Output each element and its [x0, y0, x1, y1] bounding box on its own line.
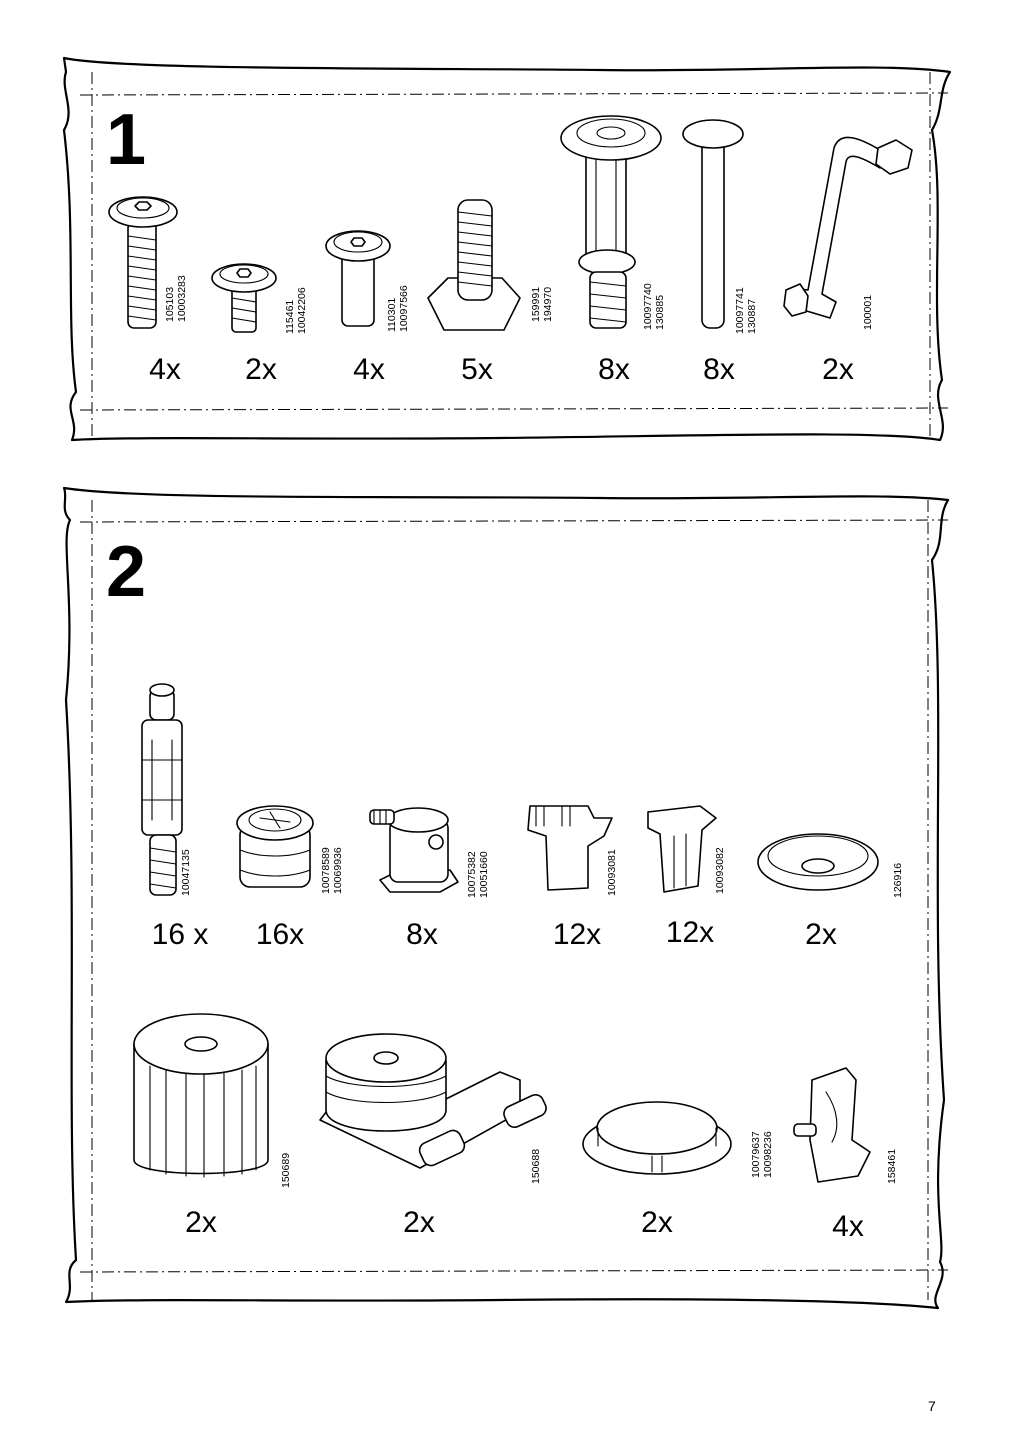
pin-10097741-illustration [682, 119, 744, 329]
bag-2-outline [62, 486, 950, 1310]
foot-150689-illustration [133, 1013, 269, 1178]
shelf-support-10093082-illustration [647, 805, 717, 893]
bolt-with-nut-159991-illustration [427, 199, 521, 331]
part-code: 150689 [280, 1152, 292, 1188]
quantity-label: 4x [149, 353, 181, 386]
quantity-label: 2x [403, 1206, 435, 1239]
quantity-label: 12x [552, 918, 602, 951]
shelf-pin-158461-illustration [793, 1067, 871, 1183]
glide-10079637-illustration [582, 1101, 732, 1175]
quantity-label: 8x [406, 918, 438, 951]
part-code: 100001 [862, 294, 874, 330]
bolt-115461-illustration [211, 263, 277, 333]
quantity-label: 2x [822, 353, 854, 386]
part-code: 126916 [892, 862, 904, 898]
bolt-105103-illustration [108, 196, 178, 329]
bag-2-seal-bottom [79, 1269, 949, 1273]
quantity-label: 5x [461, 353, 493, 386]
part-code: 158461 [886, 1148, 898, 1184]
barrel-nut-110301-illustration [325, 230, 391, 327]
bag-1-seal-top [79, 92, 949, 96]
quantity-label: 12x [665, 916, 715, 949]
cam-bolt-10047135-illustration [141, 683, 183, 896]
expansion-dowel-10097740-illustration [560, 115, 662, 329]
part-code: 150688 [530, 1148, 542, 1184]
part-code: 10093081 [606, 849, 618, 896]
page-number: 7 [928, 1398, 936, 1414]
quantity-label: 16x [255, 918, 305, 951]
quantity-label: 16 x [151, 918, 209, 951]
part-code: 10047135 [180, 849, 192, 896]
connector-10075382-illustration [369, 807, 459, 893]
quantity-label: 4x [832, 1210, 864, 1243]
part-code: 10093082 [714, 847, 726, 894]
shelf-support-10093081-illustration [527, 805, 613, 891]
quantity-label: 4x [353, 353, 385, 386]
bag-1-seal-bottom [79, 407, 949, 411]
quantity-label: 2x [641, 1206, 673, 1239]
bag-2-seal-top [79, 519, 949, 523]
bag-1-outline [62, 56, 952, 442]
quantity-label: 2x [245, 353, 277, 386]
hex-key-100001-illustration [783, 136, 913, 319]
step-2-number: 2 [106, 532, 147, 612]
washer-126916-illustration [757, 833, 879, 891]
quantity-label: 2x [185, 1206, 217, 1239]
quantity-label: 8x [703, 353, 735, 386]
quantity-label: 8x [598, 353, 630, 386]
quantity-label: 2x [805, 918, 837, 951]
step-1-number: 1 [106, 100, 147, 180]
cam-lock-10078589-illustration [236, 805, 314, 888]
adjustable-foot-150688-illustration [319, 1033, 547, 1169]
